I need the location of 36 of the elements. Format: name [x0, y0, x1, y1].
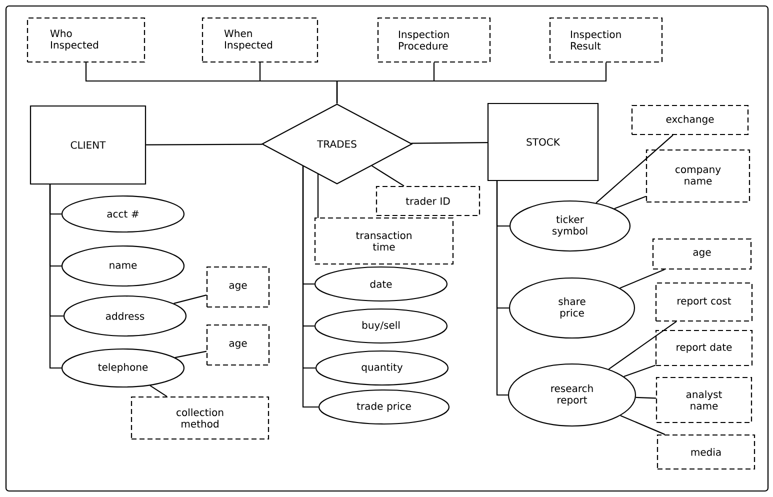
attribute-box: age: [206, 266, 270, 308]
connector-line: [174, 294, 207, 304]
attribute-box: report cost: [655, 282, 753, 322]
connector-line: [336, 62, 607, 104]
connector-line: [146, 144, 262, 146]
entity-box: CLIENT: [30, 105, 146, 185]
attribute-box: exchange: [631, 104, 749, 136]
connector-line: [302, 166, 318, 408]
attribute-box: company name: [646, 149, 750, 203]
attribute-box: report date: [655, 330, 753, 366]
attribute-box: Who Inspected: [26, 17, 146, 63]
attribute-box: Inspection Procedure: [377, 17, 491, 63]
connector-line: [411, 142, 488, 144]
connector-line: [174, 350, 207, 358]
attribute-box: media: [656, 434, 756, 470]
connector-line: [608, 321, 677, 370]
connector-line: [372, 165, 404, 186]
attribute-box: analyst name: [656, 376, 752, 424]
connector-line: [624, 364, 656, 378]
entity-box: STOCK: [487, 102, 599, 182]
attribute-box: When Inspected: [202, 17, 318, 63]
connector-line: [150, 385, 168, 397]
attribute-box: trader ID: [376, 186, 480, 216]
connector-line: [614, 196, 646, 210]
attribute-box: age: [652, 238, 752, 270]
connector-line: [317, 174, 319, 218]
connector-line: [596, 134, 674, 204]
attribute-box: transaction time: [314, 217, 454, 265]
attribute-box: age: [206, 324, 270, 366]
connector-line: [620, 269, 665, 289]
connector-line: [620, 415, 665, 435]
attribute-box: Inspection Result: [549, 17, 663, 63]
connector-line: [496, 180, 508, 396]
connector-line: [49, 184, 62, 369]
connector-line: [636, 396, 656, 399]
attribute-box: collection method: [130, 396, 270, 440]
